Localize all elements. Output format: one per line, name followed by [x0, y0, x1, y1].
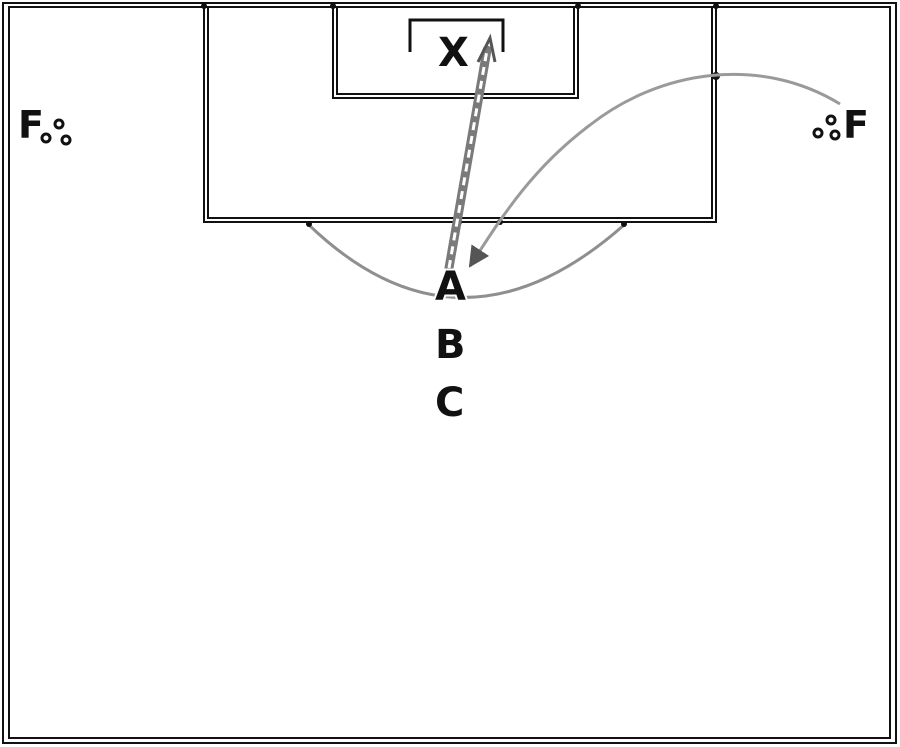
feeder-left-label: F	[18, 103, 44, 147]
player-a-label: A	[435, 264, 466, 310]
goal-area	[332, 6, 579, 99]
feeder-right-balls-icon	[812, 114, 841, 141]
pass-path-curve	[468, 72, 841, 268]
penalty-arc	[307, 223, 625, 299]
feeder-left-balls-icon	[40, 118, 72, 146]
goalkeeper-label: X	[438, 30, 469, 76]
player-b-label: B	[435, 322, 466, 368]
goal-marker	[408, 18, 505, 52]
feeder-right-label: F	[843, 103, 869, 147]
run-path-to-goal	[444, 33, 497, 273]
player-c-label: C	[435, 380, 464, 426]
